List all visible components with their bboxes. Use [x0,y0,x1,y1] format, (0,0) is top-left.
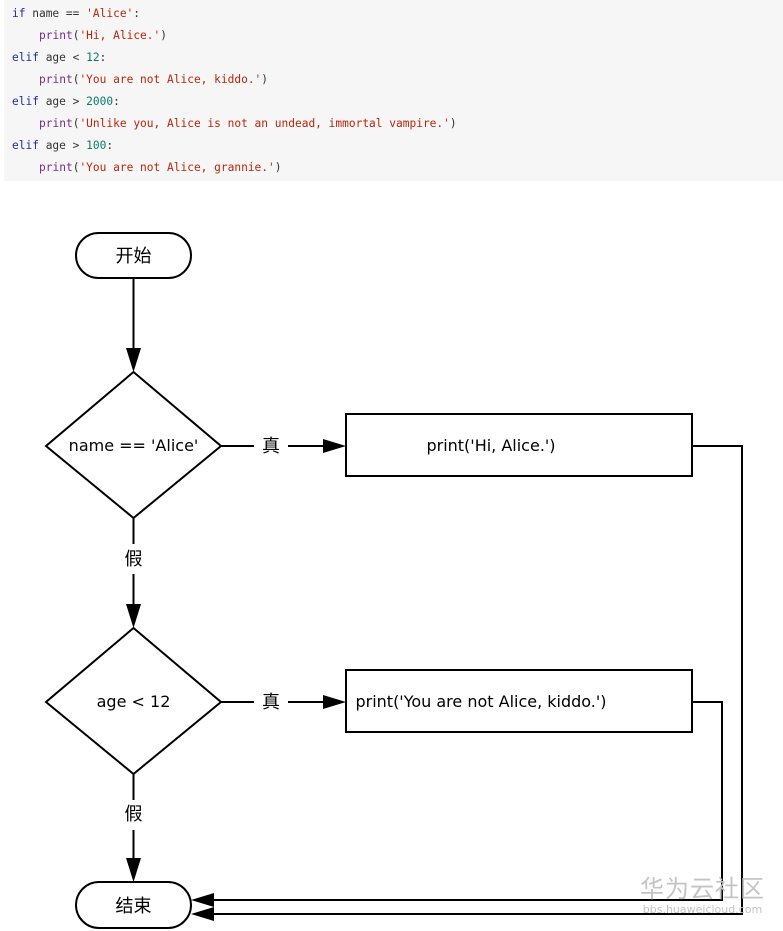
code-token-op: ( [72,29,80,42]
arrow-start-to-d1 [126,348,141,372]
end-label: 结束 [116,896,152,917]
flow-p1-to-end [212,445,743,915]
code-token-op: ( [72,117,80,130]
code-line: if name == 'Alice': [12,3,140,25]
code-token-str: 'Hi, Alice.' [79,29,161,42]
code-token-op: ) [261,73,269,86]
code-token-fn: print [39,117,73,130]
code-token-op: age [38,51,73,64]
true-label-1: 真 [262,436,280,457]
code-token-op: : [99,51,107,64]
false-label-2: 假 [125,804,143,825]
code-token-fn: print [39,73,73,86]
code-token-op: : [133,7,141,20]
code-token-str: 'Unlike you, Alice is not an undead, imm… [79,117,450,130]
process-kiddo-label: print('You are not Alice, kiddo.') [355,692,606,711]
watermark-url: bbs.huaweicloud.com [642,903,763,916]
arrow-p1-to-end [191,907,214,921]
code-token-op: : [106,139,114,152]
arrow-p2-to-end [191,893,214,907]
arrow-d2-to-end [126,858,141,882]
code-token-op: ) [160,29,168,42]
code-token-str: 'You are not Alice, kiddo.' [79,73,262,86]
code-token-op: age [38,139,73,152]
process-hi-alice-label: print('Hi, Alice.') [426,436,555,455]
code-line: print('Unlike you, Alice is not an undea… [12,113,457,135]
code-line: elif age > 100: [12,135,113,157]
code-token-str: 'Alice' [86,7,134,20]
code-line: print('You are not Alice, grannie.') [12,157,282,179]
code-token-kw: elif [12,51,39,64]
code-token-num: 100 [86,139,107,152]
start-label: 开始 [116,246,152,267]
arrow-d1-to-p1 [323,439,346,453]
arrow-d2-to-p2 [323,695,346,709]
decision-age-12-label: age < 12 [97,692,171,711]
code-line: print('Hi, Alice.') [12,25,167,47]
code-token-op: > [72,139,80,152]
code-line: elif age < 12: [12,47,106,69]
code-token-kw: elif [12,139,39,152]
code-token-fn: print [39,161,73,174]
watermark-title: 华为云社区 [640,875,765,903]
code-token-num: 2000 [86,95,114,108]
flow-p2-to-end [212,701,723,901]
code-token-fn: print [39,29,73,42]
code-token-op: ( [72,73,80,86]
end-terminator [75,881,192,929]
code-token-op: : [113,95,120,108]
code-token-kw: elif [12,95,39,108]
true-label-2: 真 [262,692,280,713]
code-token-op: ( [72,161,80,174]
watermark: 华为云社区 bbs.huaweicloud.com [640,875,765,917]
code-token-num: 12 [86,51,100,64]
process-kiddo [345,669,693,733]
code-block: if name == 'Alice':print('Hi, Alice.')el… [4,0,783,181]
code-token-op: > [72,95,80,108]
code-line: elif age > 2000: [12,91,120,113]
false-label-1: 假 [125,549,143,570]
code-token-str: 'You are not Alice, grannie.' [79,161,275,174]
code-line: print('You are not Alice, kiddo.') [12,69,268,91]
code-token-op: age [38,95,73,108]
code-token-op: ) [274,161,282,174]
arrow-d1-to-d2 [126,604,141,628]
decision-name-alice-label: name == 'Alice' [69,436,199,455]
code-token-op: name [25,7,66,20]
code-token-kw: if [12,7,26,20]
code-token-op: < [72,51,80,64]
code-token-op: == [65,7,80,20]
process-hi-alice [345,413,693,477]
code-token-op: ) [449,117,457,130]
